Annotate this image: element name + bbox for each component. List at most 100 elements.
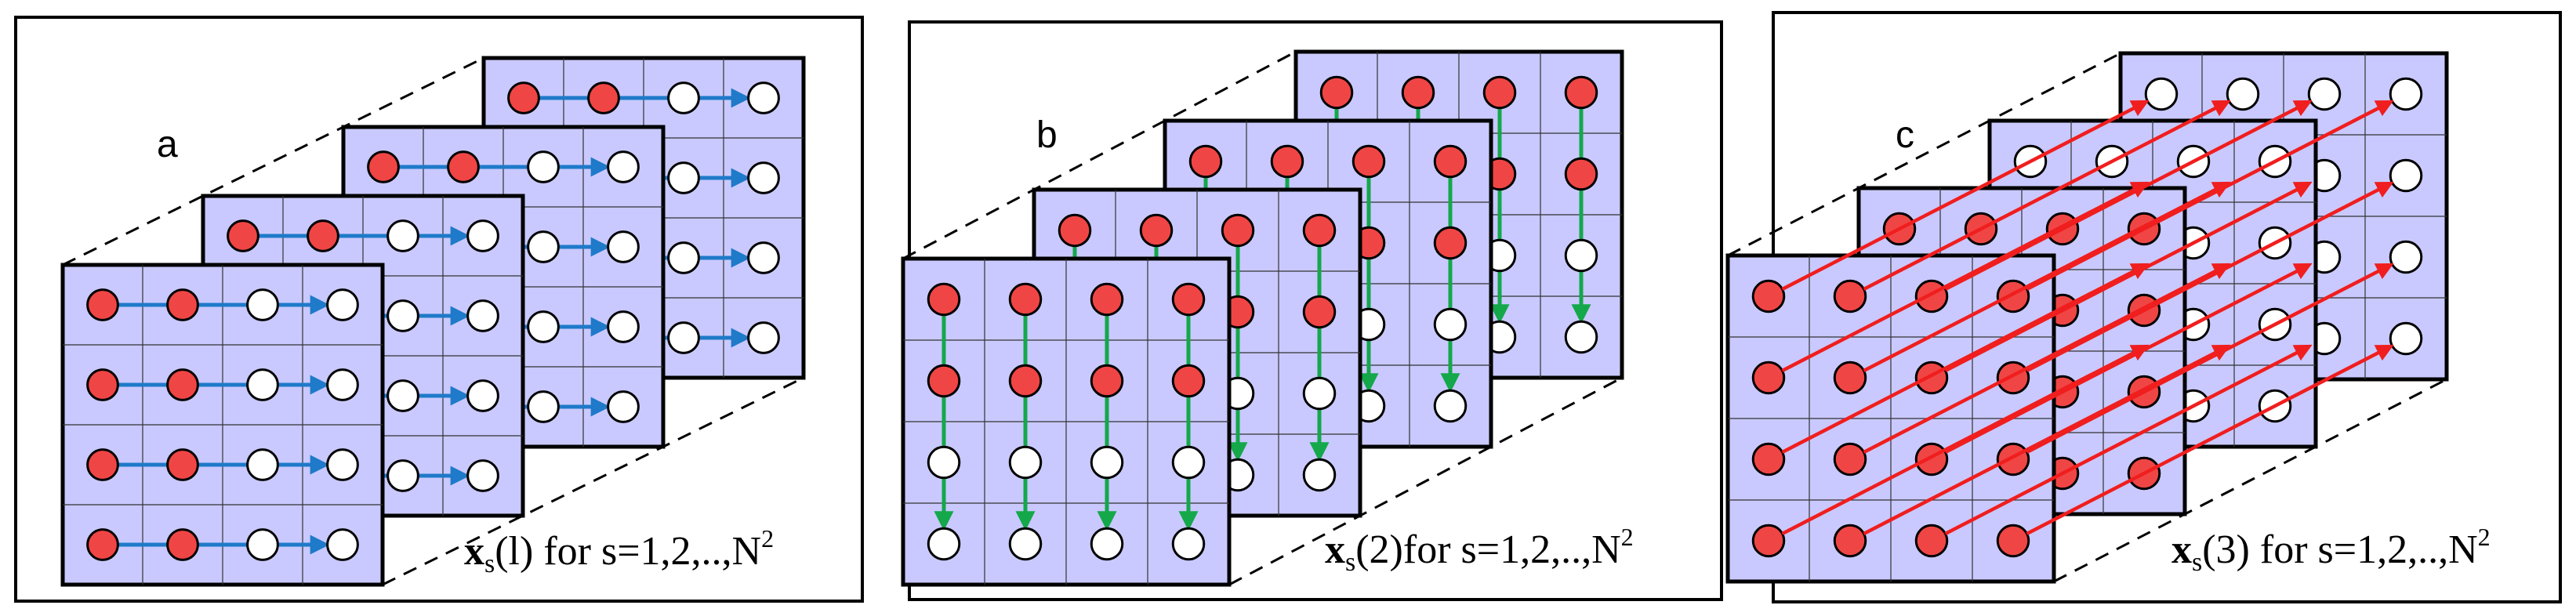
red-element-dot: [1833, 442, 1867, 476]
mode-arrow: [2026, 263, 2394, 454]
panel-a: a xs(l) for s=1,2,..,N2: [14, 16, 864, 603]
white-element-dot: [2389, 321, 2423, 356]
red-element-dot: [86, 288, 119, 321]
caption-subscript: s: [484, 549, 495, 578]
caption-superscript: 2: [761, 524, 774, 553]
red-element-dot: [1996, 361, 2030, 395]
red-element-dot: [927, 282, 961, 317]
white-element-dot: [386, 379, 419, 412]
panel-letter: b: [1036, 114, 1058, 156]
panel-frame: [14, 16, 864, 603]
matrix-layer: [1725, 253, 2056, 584]
white-element-dot: [527, 310, 560, 343]
red-element-dot: [367, 150, 400, 183]
red-element-dot: [166, 368, 199, 401]
red-element-dot: [86, 448, 119, 481]
red-element-dot: [1751, 361, 1786, 395]
matrix-layer: [901, 256, 1232, 587]
red-element-dot: [86, 528, 119, 561]
red-element-dot: [1751, 279, 1786, 313]
mode-arrow: [1781, 263, 2150, 454]
caption-text: for s=1,2,..,N: [2250, 527, 2478, 572]
red-element-dot: [1188, 144, 1223, 179]
red-element-dot: [1221, 213, 1255, 248]
mode-arrow: [1863, 181, 2231, 372]
mode-arrow: [2026, 100, 2394, 291]
white-element-dot: [667, 321, 700, 354]
red-element-dot: [1302, 295, 1337, 329]
mode-arrow: [2026, 181, 2394, 372]
red-element-dot: [1171, 364, 1206, 398]
white-element-dot: [1171, 527, 1206, 561]
white-element-dot: [466, 219, 499, 252]
perspective-edge: [902, 50, 1297, 260]
panel-caption: xs(3) for s=1,2,..,N2: [2171, 523, 2491, 577]
white-element-dot: [466, 459, 499, 492]
mode-arrow: [1863, 263, 2231, 454]
panel-caption: xs(l) for s=1,2,..,N2: [464, 524, 774, 578]
white-element-dot: [2226, 77, 2260, 111]
white-element-dot: [386, 459, 419, 492]
red-element-dot: [1139, 213, 1174, 248]
mode-arrow: [1781, 344, 2150, 535]
white-element-dot: [667, 241, 700, 274]
panel-letter: a: [157, 124, 178, 165]
red-element-dot: [587, 82, 620, 114]
red-element-dot: [1482, 75, 1517, 110]
white-element-dot: [246, 288, 279, 321]
red-element-dot: [307, 219, 339, 252]
white-element-dot: [1090, 445, 1124, 480]
white-element-dot: [927, 527, 961, 561]
white-element-dot: [2144, 77, 2179, 111]
red-element-dot: [166, 288, 199, 321]
depth-arrows: [1781, 100, 2394, 535]
red-element-dot: [1401, 75, 1435, 110]
panel-caption: xs(2)for s=1,2,..,N2: [1325, 523, 1634, 577]
white-element-dot: [326, 448, 359, 481]
caption-variable: x: [1325, 527, 1345, 572]
layer-stack: [60, 56, 806, 587]
caption-variable: x: [464, 529, 484, 574]
white-element-dot: [1302, 458, 1337, 492]
white-element-dot: [1008, 527, 1043, 561]
red-element-dot: [1833, 361, 1867, 395]
red-element-dot: [1564, 75, 1598, 110]
panel-letter: c: [1896, 114, 1914, 156]
red-element-dot: [1058, 213, 1092, 248]
red-element-dot: [1351, 144, 1386, 179]
red-element-dot: [507, 82, 540, 114]
white-element-dot: [527, 230, 560, 263]
red-element-dot: [927, 364, 961, 398]
red-element-dot: [166, 528, 199, 561]
red-element-dot: [1270, 144, 1304, 179]
white-element-dot: [607, 310, 640, 343]
white-element-dot: [747, 321, 780, 354]
mode-arrow: [1781, 181, 2150, 372]
white-element-dot: [1433, 307, 1468, 342]
red-element-dot: [1833, 524, 1867, 558]
red-element-dot: [227, 219, 259, 252]
white-element-dot: [1433, 389, 1468, 423]
white-element-dot: [2389, 158, 2423, 193]
red-element-dot: [166, 448, 199, 481]
caption-superscript: 2: [1621, 523, 1634, 551]
white-element-dot: [927, 445, 961, 480]
mode-arrow: [1863, 100, 2231, 291]
red-element-dot: [447, 150, 480, 183]
red-element-dot: [1564, 157, 1598, 191]
caption-text: for s=1,2,..,N: [1403, 527, 1621, 572]
white-element-dot: [747, 241, 780, 274]
red-element-dot: [1433, 144, 1468, 179]
caption-argument: (2): [1355, 527, 1403, 572]
caption-argument: (3): [2202, 527, 2250, 572]
white-element-dot: [326, 288, 359, 321]
panel-c: c xs(3) for s=1,2,..,N2: [1725, 11, 2562, 603]
white-element-dot: [1090, 527, 1124, 561]
red-element-dot: [1008, 282, 1043, 317]
white-element-dot: [1008, 445, 1043, 480]
red-element-dot: [1090, 282, 1124, 317]
white-element-dot: [747, 82, 780, 114]
white-element-dot: [326, 528, 359, 561]
red-element-dot: [1996, 524, 2030, 558]
